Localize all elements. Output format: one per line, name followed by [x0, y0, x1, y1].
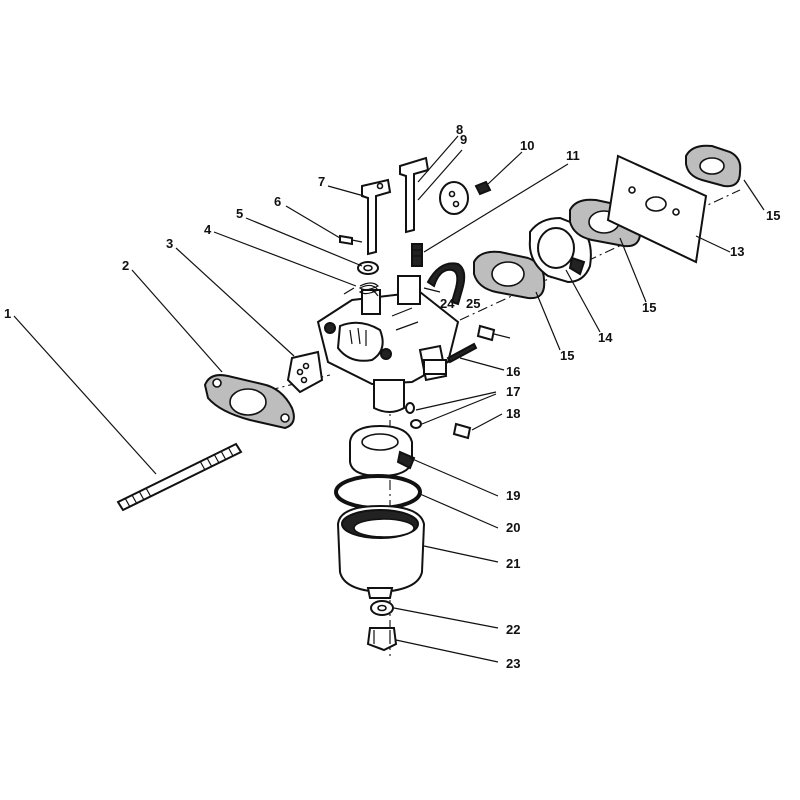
callout-18: 18 — [506, 406, 520, 421]
callout-1: 1 — [4, 306, 11, 321]
callout-4: 4 — [204, 222, 212, 237]
part-5-washer — [357, 261, 379, 275]
part-24-25-fuel-line — [423, 262, 466, 306]
callout-16: 16 — [506, 364, 520, 379]
part-9-throttle-plate — [439, 181, 469, 215]
part-4-spring — [343, 282, 380, 297]
part-15-gasket-c — [685, 144, 742, 188]
callout-9: 9 — [460, 132, 467, 147]
callout-3: 3 — [166, 236, 173, 251]
part-1-stud — [116, 442, 243, 512]
callout-21: 21 — [506, 556, 520, 571]
part-13-plate — [606, 154, 708, 264]
part-16-pin — [446, 324, 511, 364]
leader-lines — [13, 135, 765, 663]
callout-13: 13 — [730, 244, 744, 259]
callout-7: 7 — [318, 174, 325, 189]
callout-19: 19 — [506, 488, 520, 503]
part-6-screw — [339, 234, 363, 246]
part-19-float — [349, 424, 416, 478]
callout-14: 14 — [598, 330, 613, 345]
part-3-plate — [286, 350, 324, 394]
callout-10: 10 — [520, 138, 534, 153]
part-11-valve — [411, 243, 423, 267]
callout-6: 6 — [274, 194, 281, 209]
callout-22: 22 — [506, 622, 520, 637]
part-18-screw — [452, 422, 472, 440]
part-2-gasket — [203, 374, 295, 430]
callout-8: 8 — [456, 122, 463, 137]
callout-11: 11 — [566, 148, 580, 163]
part-7-shaft — [361, 178, 392, 256]
callout-20: 20 — [506, 520, 520, 535]
callout-15-b: 15 — [642, 300, 656, 315]
callout-15-c: 15 — [766, 208, 780, 223]
part-15-gasket-a — [473, 250, 546, 300]
part-8-shaft — [399, 156, 430, 234]
carburetor-body — [316, 275, 460, 413]
callout-23: 23 — [506, 656, 520, 671]
part-23-bowl-nut — [366, 627, 398, 652]
part-20-bowl-gasket — [334, 474, 422, 510]
callout-5: 5 — [236, 206, 243, 221]
callout-15-a: 15 — [560, 348, 574, 363]
callout-labels: 1 2 3 4 5 6 7 8 9 10 11 13 14 15 15 15 1… — [4, 122, 780, 671]
callout-24: 24 — [440, 296, 455, 311]
callout-2: 2 — [122, 258, 129, 273]
callout-17: 17 — [506, 384, 520, 399]
callout-25: 25 — [466, 296, 480, 311]
part-17-seals — [405, 402, 422, 429]
part-10-screw — [474, 180, 492, 196]
part-14-spacer — [528, 216, 592, 284]
part-22-washer — [370, 600, 394, 616]
part-21-float-bowl — [336, 504, 426, 599]
